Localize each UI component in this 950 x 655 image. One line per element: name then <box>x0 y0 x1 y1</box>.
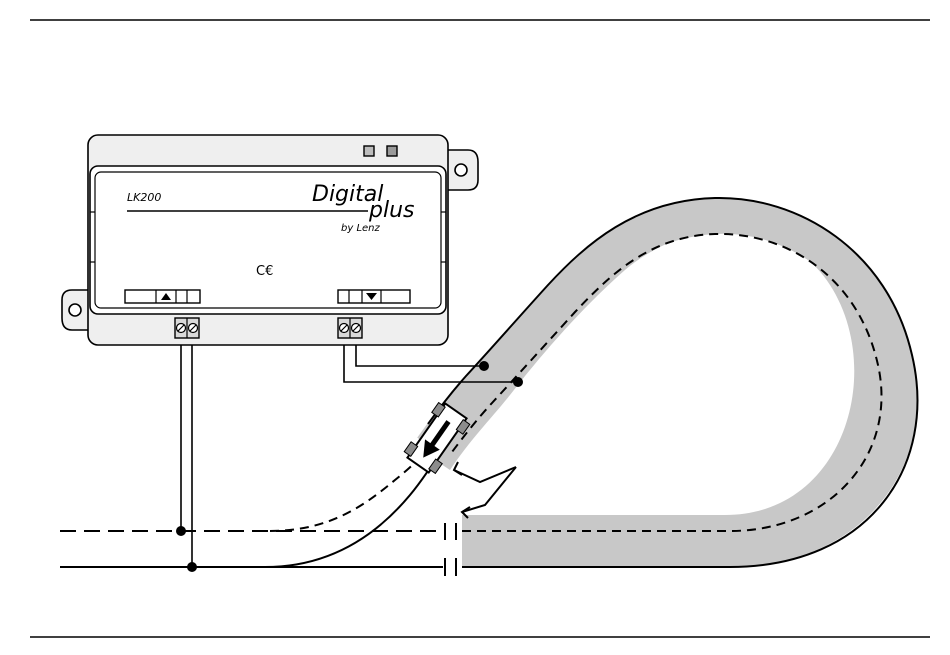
connector-slot-right <box>338 290 410 303</box>
status-led-2 <box>387 146 397 156</box>
connector-slot-left <box>125 290 200 303</box>
ce-mark: C€ <box>256 264 273 279</box>
isolation-gap <box>445 523 456 576</box>
screw-terminal-right <box>338 318 362 338</box>
gap-indicator-arrows <box>454 462 516 518</box>
brand-plus: plus <box>368 198 414 223</box>
brand-by: by Lenz <box>341 223 381 234</box>
screw-terminal-left <box>175 318 199 338</box>
status-led-1 <box>364 146 374 156</box>
lk200-module: LK200 Digital plus by Lenz C€ <box>62 135 478 345</box>
mounting-lug-right <box>446 150 478 190</box>
branch-rail-solid <box>265 468 430 567</box>
main-line <box>60 448 456 576</box>
branch-rail-dashed <box>270 448 430 531</box>
mounting-lug-left <box>62 290 90 330</box>
model-label: LK200 <box>127 191 161 204</box>
